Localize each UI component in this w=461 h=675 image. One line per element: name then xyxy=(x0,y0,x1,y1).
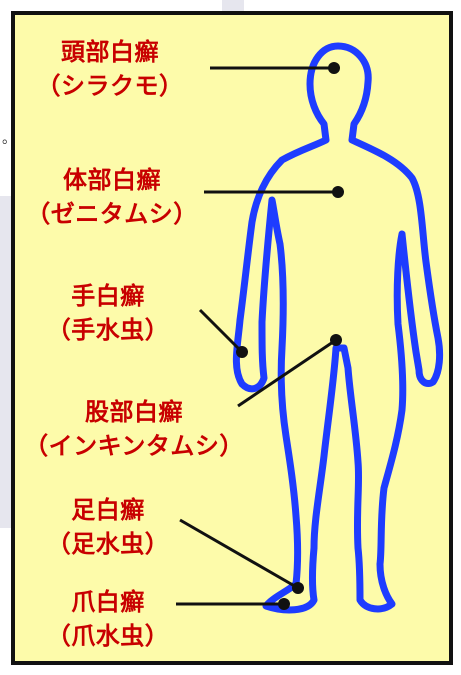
label-alias: （シラクモ） xyxy=(30,74,190,98)
leader-line xyxy=(238,340,336,406)
marker-dot xyxy=(328,62,340,74)
label-groin-ringworm: 股部白癬 （インキンタムシ） xyxy=(14,400,254,458)
label-name: 体部白癬 xyxy=(22,168,202,192)
label-alias: （インキンタムシ） xyxy=(14,434,254,458)
marker-dot xyxy=(332,186,344,198)
label-name: 足白癬 xyxy=(28,498,188,522)
label-name: 頭部白癬 xyxy=(30,40,190,64)
marker-dot xyxy=(330,334,342,346)
label-foot-ringworm: 足白癬 （足水虫） xyxy=(28,498,188,556)
marker-dot xyxy=(236,346,248,358)
label-alias: （足水虫） xyxy=(28,532,188,556)
label-alias: （手水虫） xyxy=(28,318,188,342)
label-name: 股部白癬 xyxy=(14,400,254,424)
marker-dot xyxy=(278,598,290,610)
label-body-ringworm: 体部白癬 （ゼニタムシ） xyxy=(22,168,202,226)
leader-line xyxy=(180,520,298,588)
body-outline xyxy=(236,46,439,610)
label-alias: （爪水虫） xyxy=(28,624,188,648)
label-name: 爪白癬 xyxy=(28,590,188,614)
label-name: 手白癬 xyxy=(28,284,188,308)
label-alias: （ゼニタムシ） xyxy=(22,202,202,226)
label-head-ringworm: 頭部白癬 （シラクモ） xyxy=(30,40,190,98)
label-nail-ringworm: 爪白癬 （爪水虫） xyxy=(28,590,188,648)
marker-dot xyxy=(292,582,304,594)
label-hand-ringworm: 手白癬 （手水虫） xyxy=(28,284,188,342)
